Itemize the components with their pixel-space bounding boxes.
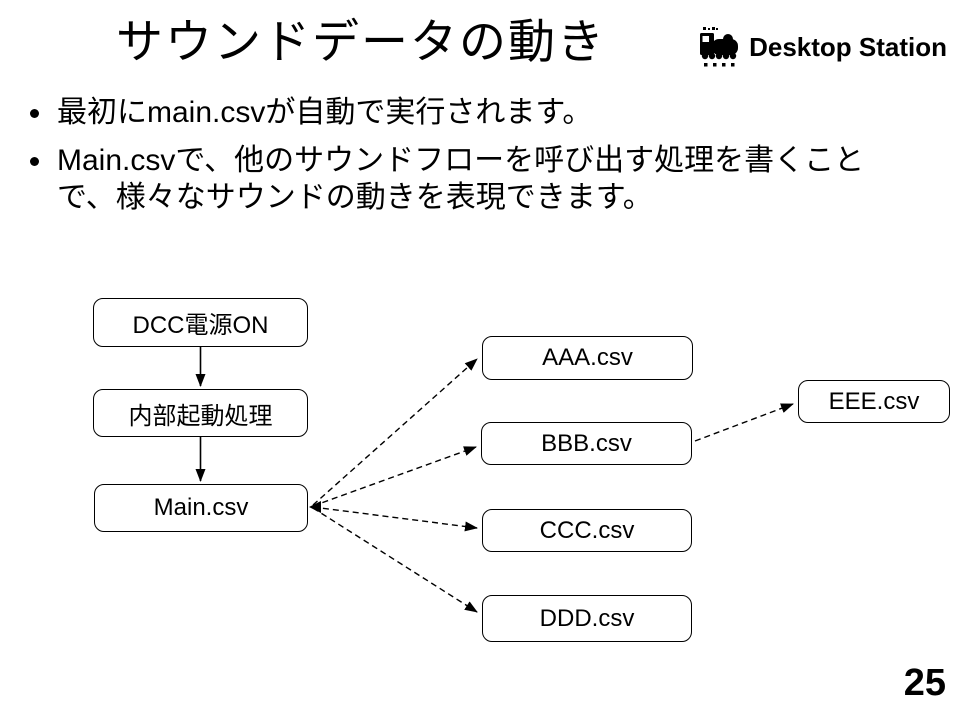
flow-node-label: CCC.csv (539, 516, 635, 544)
flow-node-label: EEE.csv (828, 387, 920, 415)
arrowhead-into-main (309, 501, 321, 513)
arrow-main-to-ddd (312, 507, 478, 613)
flow-node-label: AAA.csv (542, 344, 633, 371)
flow-node-label: 内部起動処理 (128, 402, 273, 430)
flow-node-label: BBB.csv (541, 429, 632, 457)
flow-node-aaa-csv: AAA.csv (482, 336, 693, 380)
page-title: サウンドデータの動き (116, 15, 606, 68)
flow-node-eee-csv: EEE.csv (798, 380, 950, 423)
logo-text: Desktop Station (749, 32, 947, 62)
bullet-text: Main.csvで、他のサウンドフローを呼び出す処理を書くこと で、様々なサウン… (57, 144, 865, 214)
flow-node-ddd-csv: DDD.csv (482, 595, 692, 642)
train-icon (700, 27, 739, 67)
flow-node-internal-startup: 内部起動処理 (93, 389, 308, 437)
page-number: 25 (903, 662, 946, 704)
arrow-main-to-bbb (312, 446, 477, 507)
bullet-list: 最初にmain.csvが自動で実行されます。 Main.csvで、他のサウンドフ… (28, 94, 933, 227)
arrow-main-to-ccc (312, 506, 478, 532)
bullet-item: Main.csvで、他のサウンドフローを呼び出す処理を書くこと で、様々なサウン… (28, 142, 933, 216)
bullet-icon (30, 157, 39, 166)
arrow-bbb-to-eee (694, 403, 794, 442)
flow-node-label: Main.csv (153, 494, 249, 521)
arrow-main-to-aaa (312, 358, 478, 506)
flow-node-label: DDD.csv (539, 604, 635, 632)
bullet-text: 最初にmain.csvが自動で実行されます。 (57, 96, 593, 129)
flow-node-ccc-csv: CCC.csv (482, 509, 692, 552)
bullet-item: 最初にmain.csvが自動で実行されます。 (28, 94, 933, 131)
bullet-icon (30, 109, 39, 118)
flow-node-dcc-power-on: DCC電源ON (93, 298, 308, 347)
desktop-station-logo: Desktop Station (700, 27, 947, 68)
flow-node-bbb-csv: BBB.csv (481, 422, 692, 465)
flow-node-label: DCC電源ON (132, 312, 269, 339)
flow-node-main-csv: Main.csv (94, 484, 308, 532)
